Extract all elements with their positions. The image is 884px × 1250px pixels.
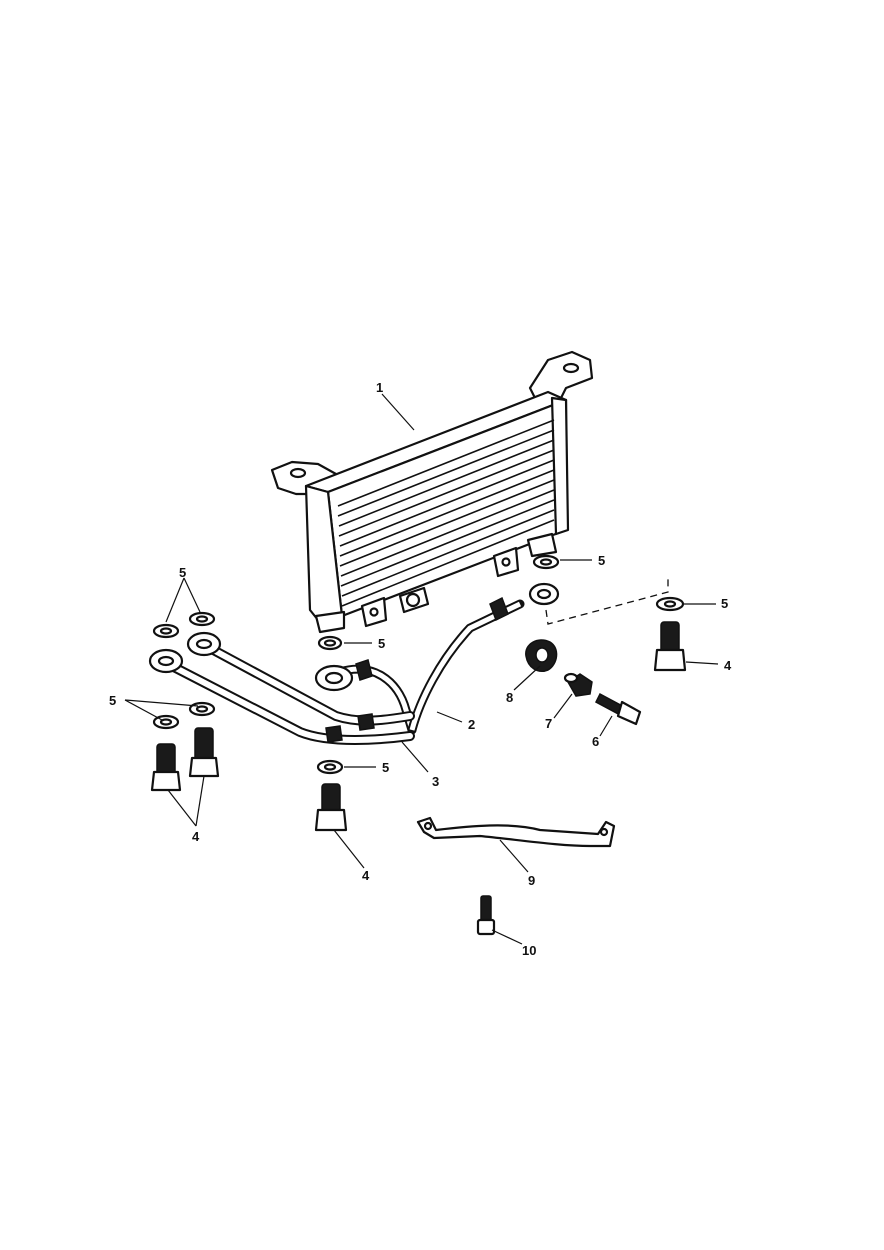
sealing-washer — [317, 635, 343, 651]
callout-5: 5 — [598, 553, 605, 568]
callout-2: 2 — [468, 717, 475, 732]
sealing-washers — [152, 554, 685, 775]
banjo-bolt — [653, 621, 687, 672]
screw — [476, 895, 496, 936]
banjo-bolt — [150, 743, 182, 792]
callout-4: 4 — [192, 829, 200, 844]
callout-4: 4 — [362, 868, 370, 883]
oil-cooler — [270, 350, 594, 634]
banjo-bolts — [150, 621, 687, 832]
callout-1: 1 — [376, 380, 383, 395]
spacer — [563, 672, 593, 697]
sealing-washer — [316, 759, 344, 775]
sealing-washer — [188, 701, 216, 717]
callout-4: 4 — [724, 658, 732, 673]
sealing-washer — [532, 554, 560, 570]
callout-10: 10 — [522, 943, 536, 958]
banjo-bolt — [188, 727, 220, 778]
callout-5: 5 — [721, 596, 728, 611]
sealing-washer — [152, 623, 180, 639]
callout-6: 6 — [592, 734, 599, 749]
banjo-bolt — [314, 783, 348, 832]
callout-9: 9 — [528, 873, 535, 888]
hose-upper — [314, 582, 560, 735]
callout-7: 7 — [545, 716, 552, 731]
callout-labels: 1 2 3 4 4 4 5 5 5 5 5 5 6 7 8 9 10 — [109, 380, 732, 958]
bracket — [416, 816, 616, 848]
callout-3: 3 — [432, 774, 439, 789]
sealing-washer — [655, 596, 685, 612]
callout-5: 5 — [109, 693, 116, 708]
callout-5: 5 — [179, 565, 186, 580]
callout-8: 8 — [506, 690, 513, 705]
cooler-fins — [337, 419, 555, 607]
callout-5: 5 — [378, 636, 385, 651]
bolt — [595, 692, 642, 726]
hose-lower — [148, 631, 415, 745]
callout-5: 5 — [382, 760, 389, 775]
leader-lines — [124, 393, 719, 945]
sealing-washer — [188, 611, 216, 627]
grommet — [525, 639, 558, 672]
